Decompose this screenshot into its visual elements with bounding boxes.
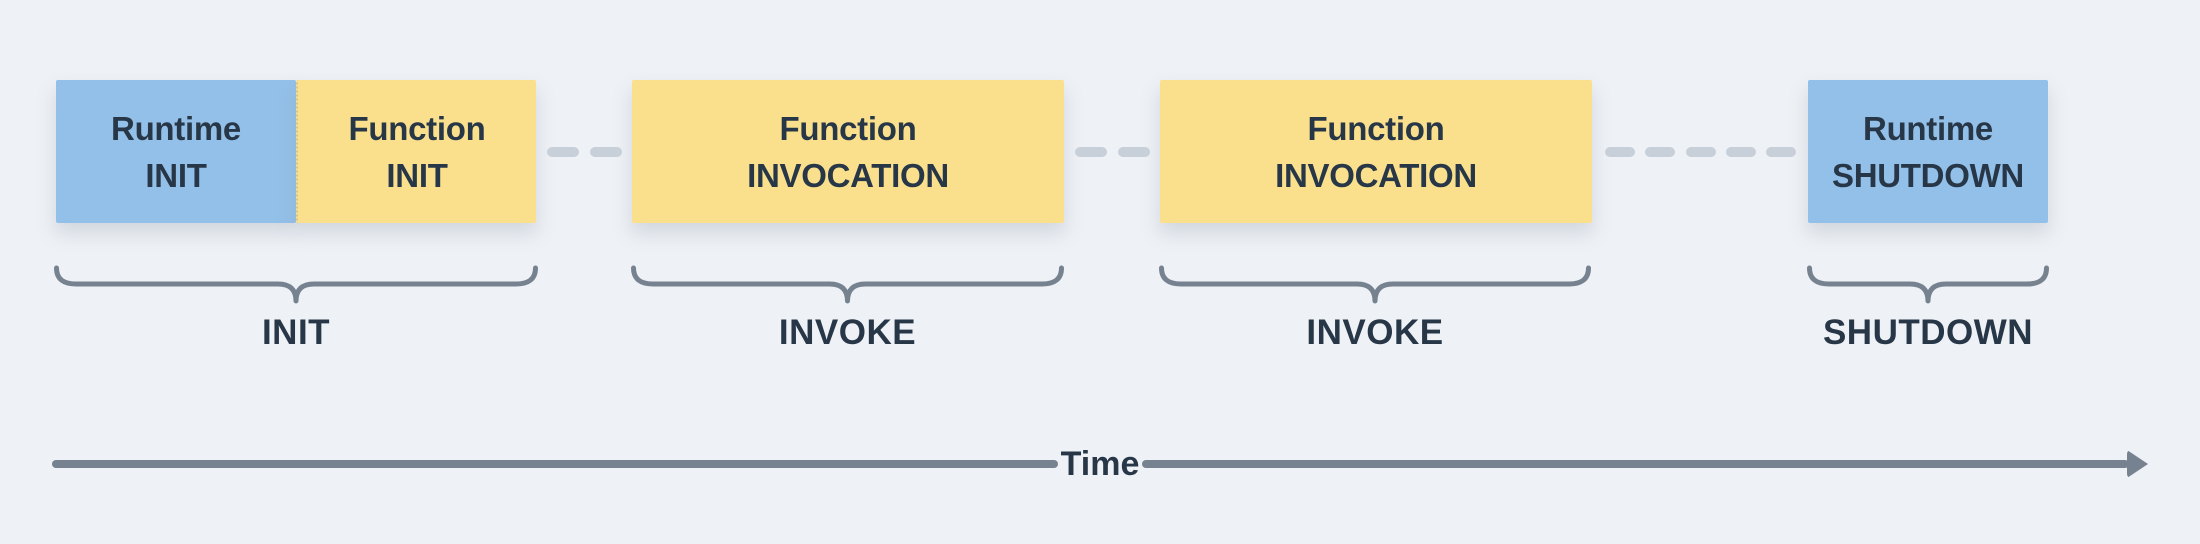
time-axis-line-right <box>1142 460 2129 468</box>
time-axis-label: Time <box>1060 445 1140 483</box>
dash-icon <box>1766 147 1796 157</box>
phase-label-invoke-1: INVOKE <box>778 313 917 352</box>
phase-label-invoke-2: INVOKE <box>1306 313 1444 352</box>
dash-icon <box>1645 147 1676 157</box>
dash-icon <box>590 147 622 157</box>
phase-box-function-invocation-2: Function INVOCATION <box>1160 80 1592 223</box>
phase-box-label-line1: Runtime <box>1863 109 1993 147</box>
phase-box-label-line1: Function <box>779 109 917 147</box>
phase-box-runtime-init: Runtime INIT <box>56 80 296 223</box>
phase-box-label-line2: INVOCATION <box>1275 156 1477 194</box>
dashed-connector-3 <box>1605 147 1796 157</box>
dash-icon <box>547 147 579 157</box>
dash-icon <box>1118 147 1150 157</box>
phase-label-init: INIT <box>261 313 331 352</box>
phase-box-label-line1: Runtime <box>111 109 241 147</box>
brace-init-icon <box>54 265 538 304</box>
brace-invoke-1-icon <box>631 265 1064 304</box>
dash-icon <box>1605 147 1635 157</box>
phase-box-label-line2: INVOCATION <box>747 156 949 194</box>
dash-icon <box>1685 147 1716 157</box>
arrowhead-icon <box>2127 450 2148 478</box>
dashed-connector-2 <box>1075 147 1150 157</box>
phase-box-label-line2: INIT <box>386 156 448 194</box>
phase-label-shutdown: SHUTDOWN <box>1822 313 2034 352</box>
dash-icon <box>1725 147 1756 157</box>
brace-invoke-2-icon <box>1159 265 1591 304</box>
phase-box-label-line2: INIT <box>145 156 207 194</box>
phase-box-label-line2: SHUTDOWN <box>1832 156 2024 194</box>
time-axis-line-left <box>52 460 1058 468</box>
dash-icon <box>1075 147 1107 157</box>
dashed-connector-1 <box>547 147 622 157</box>
brace-shutdown-icon <box>1807 265 2049 304</box>
phase-box-label-line1: Function <box>348 109 486 147</box>
phase-box-runtime-shutdown: Runtime SHUTDOWN <box>1808 80 2048 223</box>
phase-box-function-init: Function INIT <box>296 80 536 223</box>
phase-box-function-invocation-1: Function INVOCATION <box>632 80 1064 223</box>
phase-box-label-line1: Function <box>1307 109 1445 147</box>
